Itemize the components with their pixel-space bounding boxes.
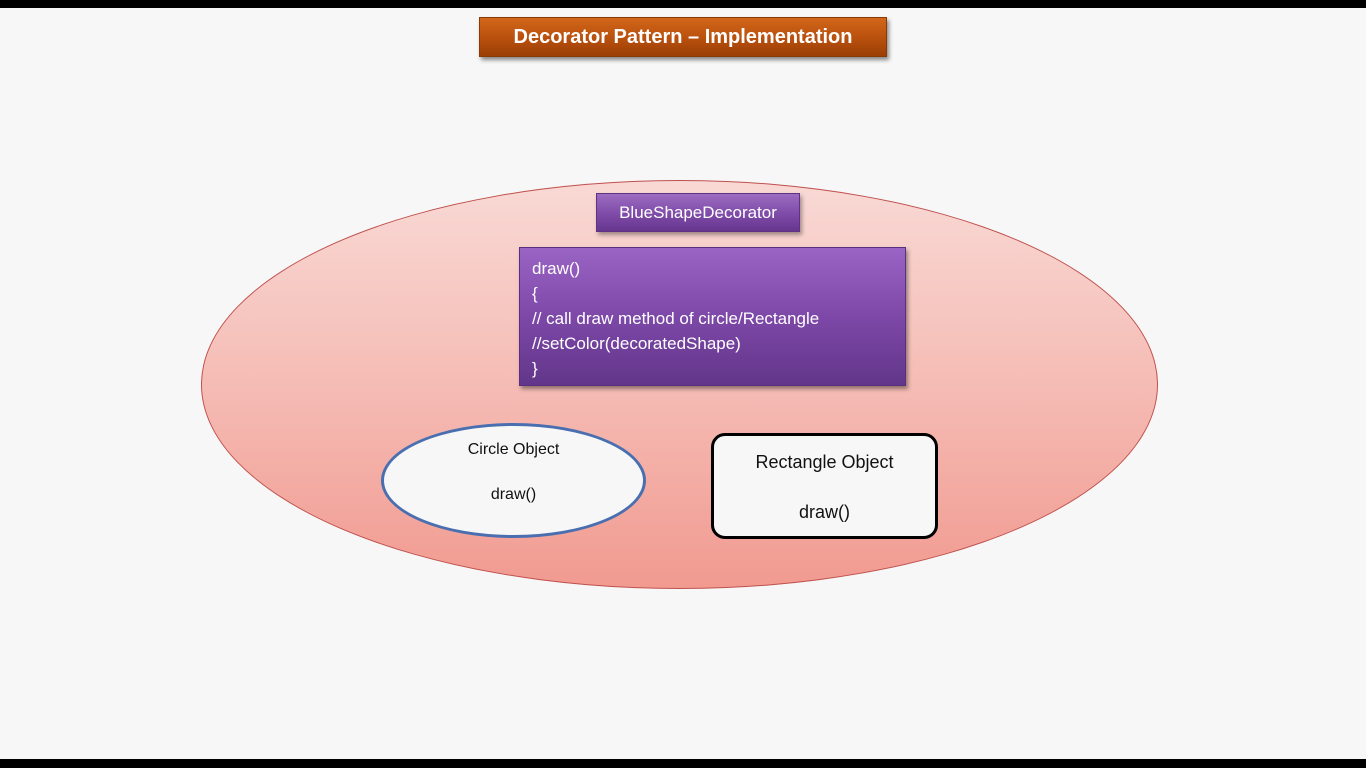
- code-line: draw(): [532, 259, 581, 278]
- draw-method-code-box: draw() { // call draw method of circle/R…: [519, 247, 906, 386]
- decorator-class-label: BlueShapeDecorator: [596, 193, 800, 232]
- circle-object-method: draw(): [490, 486, 537, 503]
- circle-object-node: Circle Object draw(): [381, 423, 646, 538]
- rectangle-object-label: Rectangle Object: [755, 452, 894, 472]
- code-line: }: [532, 359, 538, 378]
- slide: Decorator Pattern – Implementation BlueS…: [0, 8, 1366, 759]
- rectangle-object-node: Rectangle Object draw(): [711, 433, 938, 539]
- rectangle-object-method: draw(): [798, 502, 850, 522]
- circle-object-label: Circle Object: [467, 441, 560, 458]
- code-line: {: [532, 284, 538, 303]
- code-line: // call draw method of circle/Rectangle: [532, 309, 820, 328]
- code-line: //setColor(decoratedShape): [532, 334, 741, 353]
- slide-title: Decorator Pattern – Implementation: [479, 17, 887, 57]
